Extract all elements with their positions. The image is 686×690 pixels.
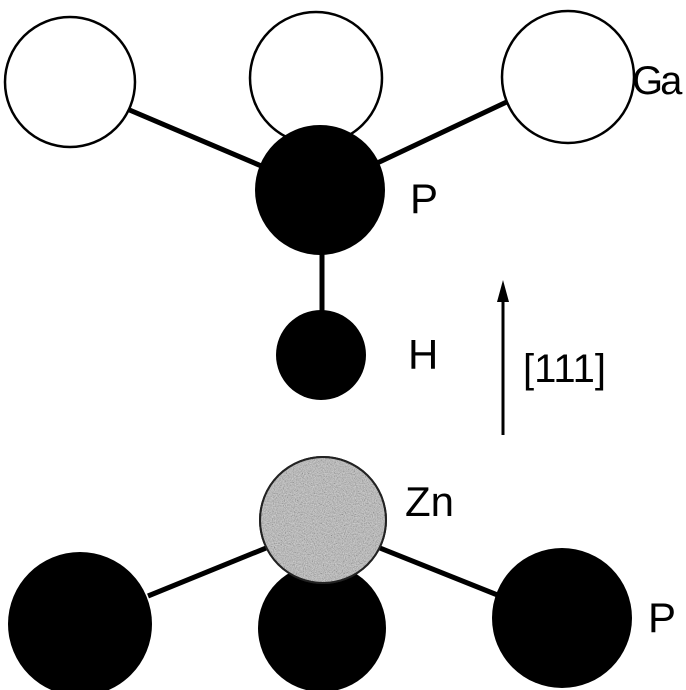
label-p-top: P (410, 175, 438, 222)
label-p-bottom: P (648, 594, 676, 641)
ga-atom-left (3, 15, 137, 149)
p-atom-bottom-right (492, 548, 632, 688)
h-atom (276, 310, 366, 400)
p-atom-bottom-left (8, 552, 152, 690)
p-atom-top (255, 125, 385, 255)
p-atom-bottom-middle (258, 564, 386, 690)
bond-zn-p-right (359, 537, 501, 599)
label-ga: Ga (632, 59, 683, 103)
direction-arrow-head (497, 280, 509, 302)
ga-atom-middle (248, 10, 384, 146)
zn-atom (259, 456, 387, 584)
label-h: H (408, 331, 438, 378)
label-zn: Zn (405, 478, 454, 525)
ga-atom-right (500, 9, 636, 145)
label-direction: [111] (523, 347, 606, 391)
